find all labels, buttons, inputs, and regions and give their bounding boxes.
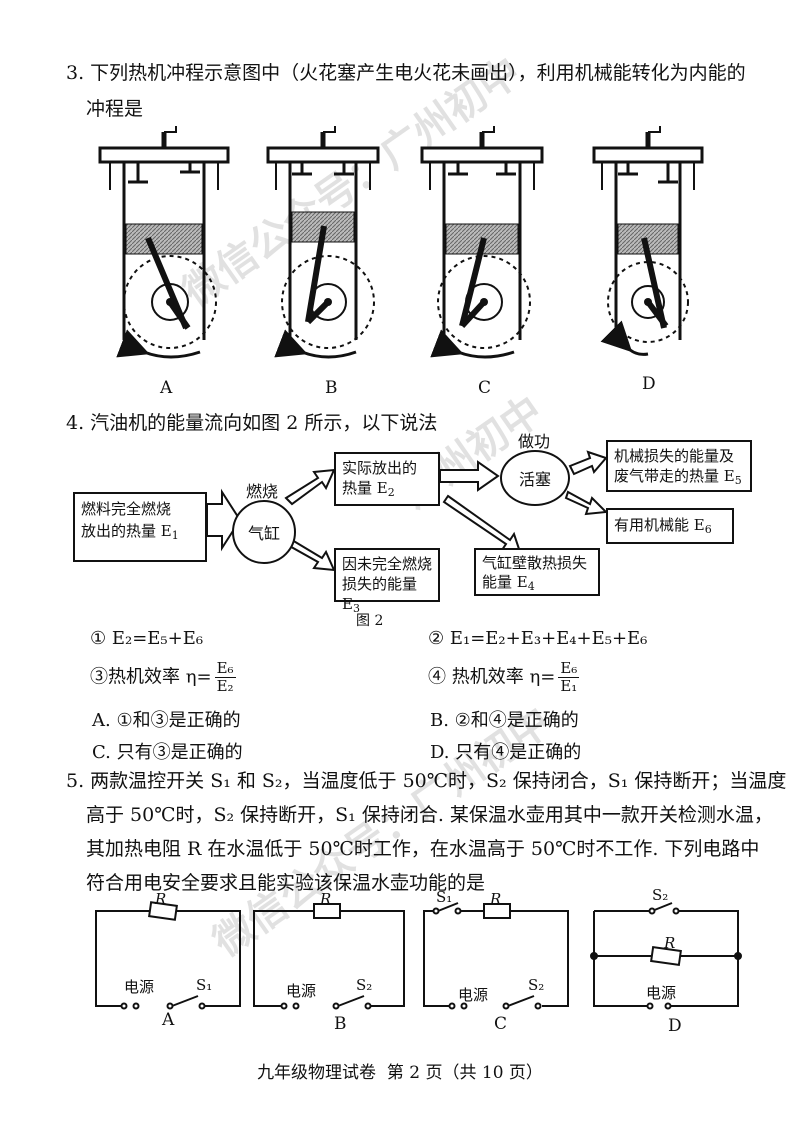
circuit-a-power-label: 电源 xyxy=(124,978,155,996)
engine-c xyxy=(420,126,544,359)
incomplete-box: 因未完全燃烧 损失的能量 E3 xyxy=(334,548,440,615)
option-b: B. ②和④是正确的 xyxy=(430,710,579,731)
engine-b xyxy=(266,126,380,359)
wall-line1: 气缸壁散热损失 xyxy=(482,554,588,572)
q5-label-b: B xyxy=(334,1014,347,1034)
option-a: A. ①和③是正确的 xyxy=(92,710,241,731)
incomplete-line1: 因未完全燃烧 xyxy=(342,555,433,573)
q5-label-d: D xyxy=(668,1016,682,1036)
wall-line2: 能量 E4 xyxy=(482,573,535,593)
circuit-b-power-label: 电源 xyxy=(286,982,317,1000)
q3-line1: 3. 下列热机冲程示意图中（火花塞产生电火花未画出），利用机械能转化为内能的 xyxy=(66,62,746,84)
q3-label-a: A xyxy=(160,378,173,398)
mech-line1: 机械损失的能量及 xyxy=(614,447,735,465)
circuit-diagrams xyxy=(95,901,742,1010)
q5-label-c: C xyxy=(494,1014,508,1034)
actual-line2: 热量 E2 xyxy=(342,479,395,499)
fuel-line1: 燃料完全燃烧 xyxy=(81,500,172,518)
engine-a xyxy=(98,126,230,359)
figure-2-caption: 图 2 xyxy=(356,613,384,629)
circuit-a-switch-label: S₁ xyxy=(196,976,213,994)
circuit-d-resistor-label: R xyxy=(664,934,676,952)
cylinder-circle: 气缸 xyxy=(232,500,296,564)
statement-2: ② E₁=E₂+E₃+E₄+E₅+E₆ xyxy=(428,628,648,649)
circuit-c-power-label: 电源 xyxy=(458,986,489,1004)
q3-label-b: B xyxy=(325,378,338,398)
page-footer: 九年级物理试卷 第 2 页（共 10 页） xyxy=(257,1063,543,1083)
fuel-box: 燃料完全燃烧 放出的热量 E1 xyxy=(73,492,207,562)
q3-label-c: C xyxy=(478,378,492,398)
q5-line1: 5. 两款温控开关 S₁ 和 S₂，当温度低于 50℃时，S₂ 保持闭合，S₁ … xyxy=(66,770,787,792)
circuit-b-switch-label: S₂ xyxy=(356,976,373,994)
actual-line1: 实际放出的 xyxy=(342,459,418,477)
useful-box: 有用机械能 E6 xyxy=(606,508,734,544)
incomplete-line2: 损失的能量 E3 xyxy=(342,575,418,615)
circuit-a-resistor-label: R xyxy=(155,890,167,908)
circuit-b-resistor-label: R xyxy=(320,890,332,908)
circuit-d-switch-label: S₂ xyxy=(652,886,669,904)
actual-heat-box: 实际放出的 热量 E2 xyxy=(334,452,440,506)
circuit-c-switch2-label: S₂ xyxy=(528,976,545,994)
statement-1: ① E₂=E₅+E₆ xyxy=(90,628,204,649)
circuit-a xyxy=(95,901,241,1010)
q3-label-d: D xyxy=(642,374,656,394)
q5-line4: 符合用电安全要求且能实验该保温水壶功能的是 xyxy=(86,872,486,894)
burn-label: 燃烧 xyxy=(246,482,279,501)
work-label: 做功 xyxy=(518,432,551,451)
engine-diagrams xyxy=(98,126,704,359)
q5-line3: 其加热电阻 R 在水温低于 50℃时工作，在水温高于 50℃时不工作. 下列电路… xyxy=(86,838,760,860)
option-c: C. 只有③是正确的 xyxy=(92,742,243,763)
q5-line2: 高于 50℃时，S₂ 保持断开，S₁ 保持闭合. 某保温水壶用其中一款开关检测水… xyxy=(86,804,773,826)
wall-loss-box: 气缸壁散热损失 能量 E4 xyxy=(474,548,600,596)
circuit-c xyxy=(423,902,569,1010)
fuel-line2: 放出的热量 E1 xyxy=(81,522,179,542)
engine-d xyxy=(592,126,704,356)
circuit-b xyxy=(253,903,405,1010)
q4-stem: 4. 汽油机的能量流向如图 2 所示，以下说法 xyxy=(66,412,438,434)
option-d: D. 只有④是正确的 xyxy=(430,742,582,763)
circuit-c-resistor-label: R xyxy=(490,890,502,908)
circuit-d-power-label: 电源 xyxy=(646,984,677,1002)
energy-flow-arrows xyxy=(206,450,609,572)
mech-line2: 废气带走的热量 E5 xyxy=(614,467,742,487)
mech-loss-box: 机械损失的能量及 废气带走的热量 E5 xyxy=(606,440,752,492)
circuit-c-switch1-label: S₁ xyxy=(436,888,453,906)
circuit-d xyxy=(590,902,742,1010)
piston-circle: 活塞 xyxy=(500,450,570,506)
q3-line2: 冲程是 xyxy=(86,98,144,120)
q5-label-a: A xyxy=(162,1010,175,1030)
